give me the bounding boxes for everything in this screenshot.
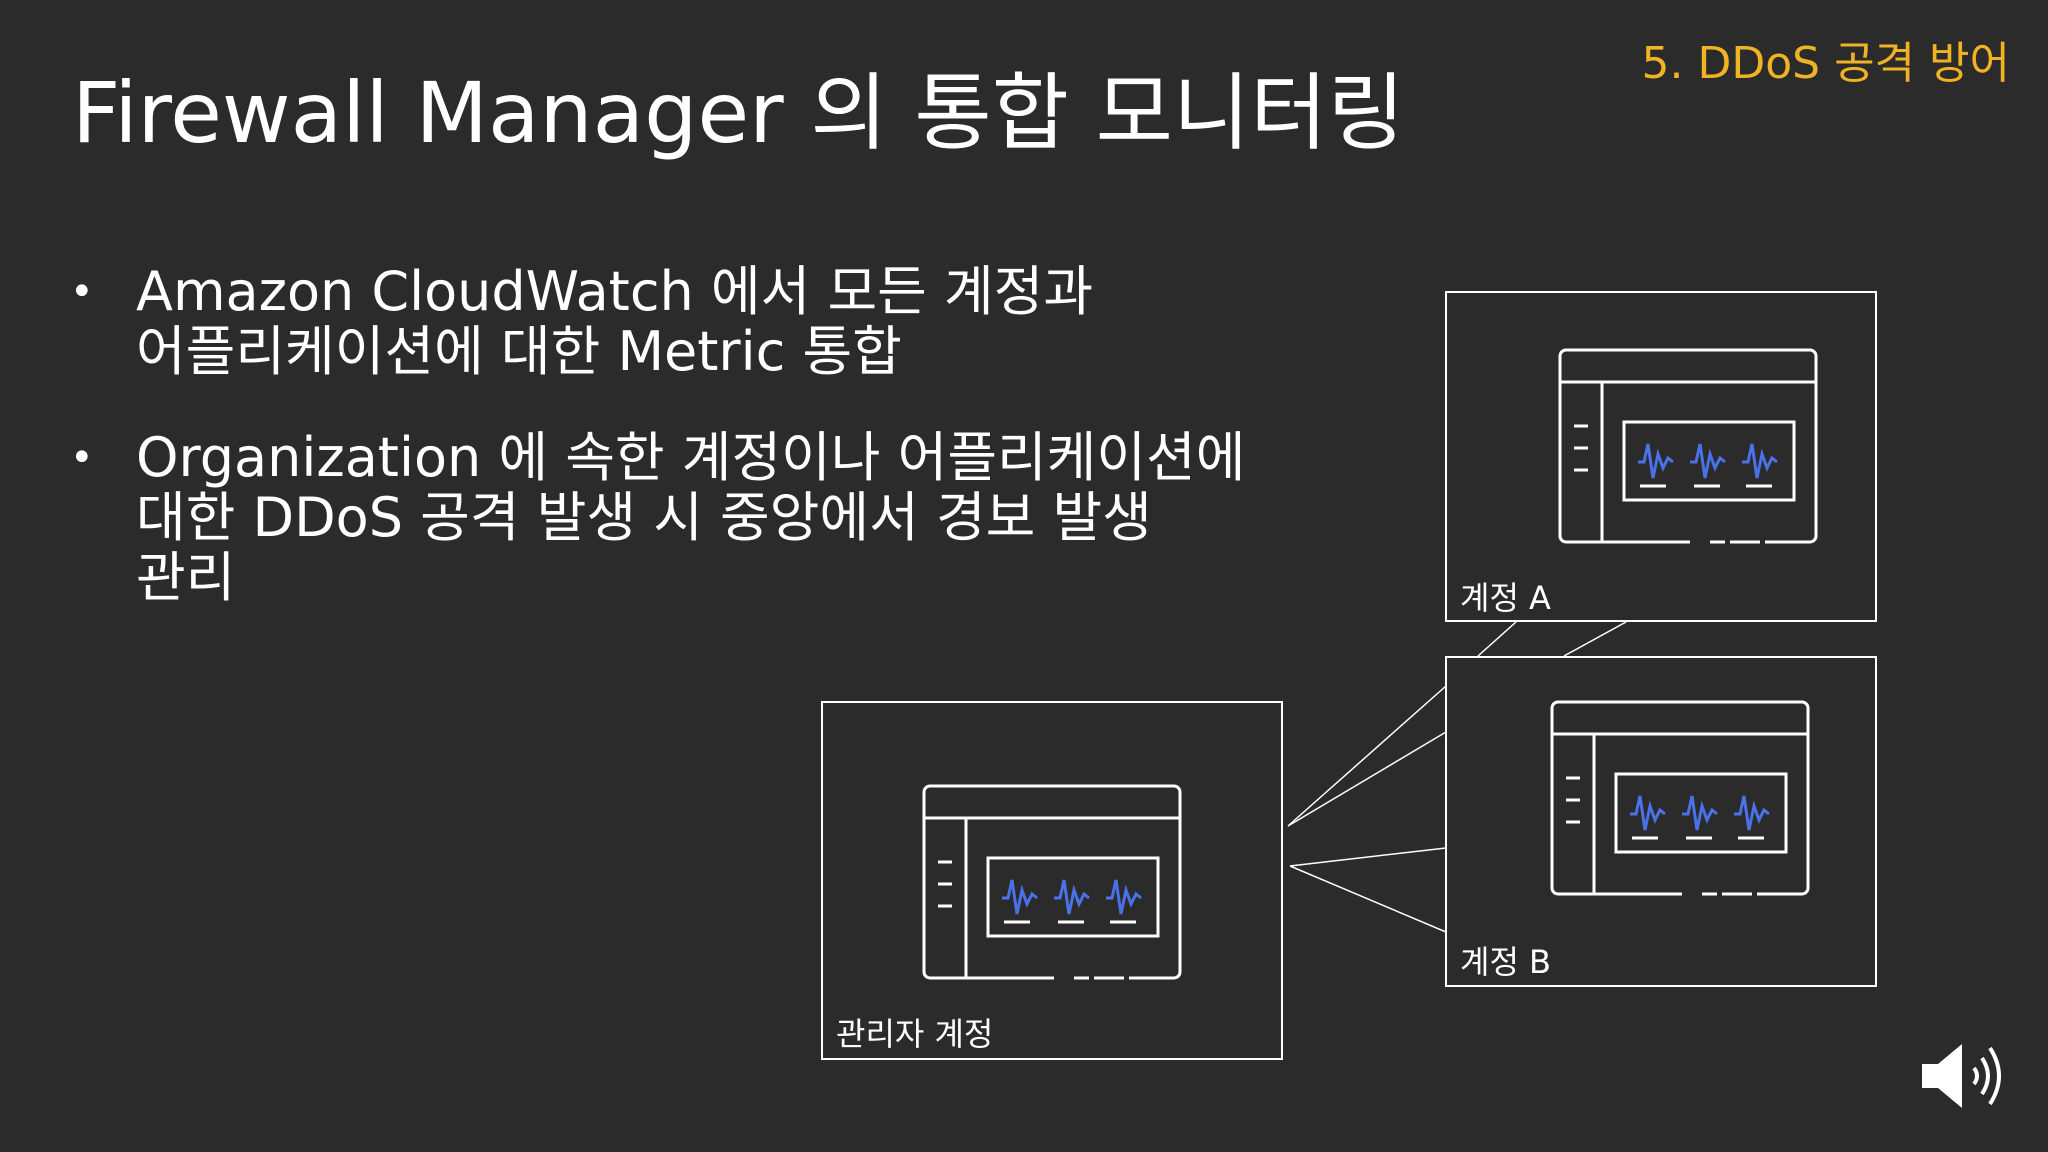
dashboard-icon (1552, 702, 1808, 894)
account-b-label: 계정 B (1460, 943, 1552, 981)
bullet-line: 관리 (136, 546, 236, 609)
account-a-label: 계정 A (1460, 579, 1551, 617)
bullet-item-ddos-alarm: • Organization 에 속한 계정이나 어플리케이션에 대한 DDoS… (70, 428, 1390, 608)
speaker-volume-icon[interactable] (1918, 1036, 2018, 1116)
bullet-line: Amazon CloudWatch 에서 모든 계정과 (136, 260, 1094, 323)
bullet-line: 대한 DDoS 공격 발생 시 중앙에서 경보 발생 (136, 486, 1152, 549)
connector-lines (1287, 621, 1627, 933)
account-a-frame (1445, 291, 1877, 622)
bullet-line: Organization 에 속한 계정이나 어플리케이션에 (136, 426, 1246, 489)
page-title: Firewall Manager 의 통합 모니터링 (72, 64, 1405, 162)
bullet-list: • Amazon CloudWatch 에서 모든 계정과 어플리케이션에 대한… (70, 262, 1390, 654)
admin-account-label: 관리자 계정 (836, 1015, 994, 1053)
account-b-frame (1445, 656, 1877, 987)
dashboard-icon (924, 786, 1180, 978)
bullet-item-cloudwatch: • Amazon CloudWatch 에서 모든 계정과 어플리케이션에 대한… (70, 262, 1390, 382)
bullet-dot: • (70, 435, 94, 481)
dashboard-icon (1560, 350, 1816, 542)
bullet-dot: • (70, 269, 94, 315)
section-tag: 5. DDoS 공격 방어 (1641, 38, 2010, 89)
bullet-line: 어플리케이션에 대한 Metric 통합 (136, 320, 902, 383)
admin-account-frame (821, 701, 1283, 1060)
